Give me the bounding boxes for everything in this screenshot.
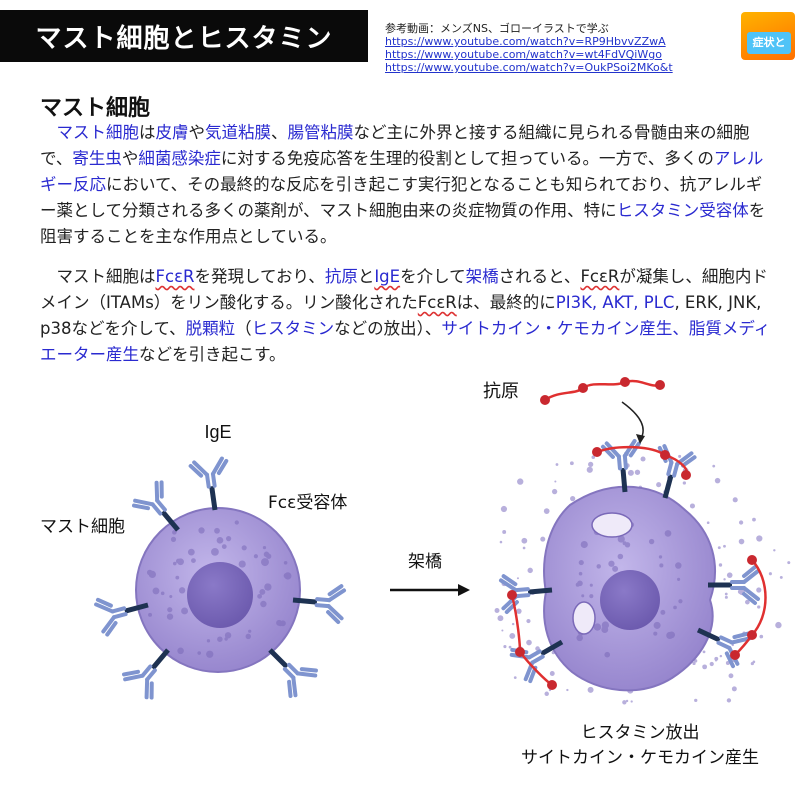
crosslink-label: 架橋 xyxy=(408,552,442,572)
nucleus xyxy=(187,562,253,628)
reference-link-3[interactable]: https://www.youtube.com/watch?v=OukPSoi2… xyxy=(385,61,673,74)
text: に対する免疫応答を生理的役割として担っている。一方で、多くの xyxy=(220,149,714,168)
term-allergic-reaction: アレルギー反応 xyxy=(40,149,764,194)
reference-note: 参考動画：メンズNS、ゴローイラストで学ぶ xyxy=(385,22,609,35)
mast-cell-label: マスト細胞 xyxy=(40,517,125,537)
text: を発現しており、 xyxy=(194,267,325,286)
caption-cytokine-production: サイトカイン・ケモカイン産生 xyxy=(521,748,759,768)
text: マスト細胞は xyxy=(56,267,156,286)
text: が凝集し、細胞内ドメイン（ITAMs）をリン酸化する。リン酸化された xyxy=(40,267,768,312)
activated-mast-cell xyxy=(494,377,791,705)
term-bacterial-infection: 細菌感染症 xyxy=(138,149,221,168)
term-fcer: FcεR xyxy=(155,267,195,286)
term-skin: 皮膚 xyxy=(155,123,189,142)
paragraph-mechanism: マスト細胞はFcεRを発現しており、抗原とIgEを介して架橋されると、FcεRが… xyxy=(40,264,775,368)
antigen-label: 抗原 xyxy=(483,381,519,402)
term-parasite: 寄生虫 xyxy=(72,149,122,168)
text: において、その最終的な反応を引き起こす実行犯となることも知られており、抗アレルギ… xyxy=(40,175,763,220)
page-title: マスト細胞とヒスタミン xyxy=(35,23,333,54)
channel-logo: 症状と xyxy=(741,12,795,60)
ige-label: IgE xyxy=(204,422,231,442)
section-heading: マスト細胞 xyxy=(40,96,151,121)
text: や xyxy=(188,123,206,142)
term-gut-mucosa: 腸管粘膜 xyxy=(287,123,354,142)
text: などの放出）、 xyxy=(334,319,442,338)
text: （ xyxy=(235,319,252,338)
text: は xyxy=(139,123,156,142)
reference-block: 参考動画：メンズNS、ゴローイラストで学ぶ https://www.youtub… xyxy=(385,22,745,74)
mast-cell-diagram: IgE Fcε受容体 マスト細胞 架橋 抗原 ヒスタミン放出 サイトカイン・ケモ… xyxy=(40,377,791,768)
term-fcer: FcεR xyxy=(580,267,620,286)
text: など主に外界と接する組織に見られる骨髄由来の細胞で、 xyxy=(40,123,750,168)
caption-histamine-release: ヒスタミン放出 xyxy=(581,723,700,743)
term-crosslink: 架橋 xyxy=(465,267,499,286)
term-ige: IgE xyxy=(374,267,401,286)
text: と xyxy=(357,267,375,286)
term-degranulation: 脱顆粒 xyxy=(185,319,236,338)
reference-link-2[interactable]: https://www.youtube.com/watch?v=wt4FdVQi… xyxy=(385,48,662,61)
term-kinases: PI3K, AKT, PLC xyxy=(555,293,675,312)
antigen-beads xyxy=(507,447,757,690)
title-banner: マスト細胞とヒスタミン xyxy=(0,10,368,62)
logo-text: 症状と xyxy=(747,32,791,54)
term-antigen: 抗原 xyxy=(324,267,358,286)
text: を阻害することを主な作用点としている。 xyxy=(40,201,766,246)
text: , ERK, JNK, p38などを介して、 xyxy=(40,293,762,338)
receptor-label: Fcε受容体 xyxy=(268,493,347,513)
term-histamine-receptor: ヒスタミン受容体 xyxy=(616,201,749,220)
term-cytokine-production: サイトカイン・ケモカイン産生、脂質メディエーター産生 xyxy=(40,319,771,364)
term-histamine: ヒスタミン xyxy=(251,319,335,338)
paragraph-intro: マスト細胞は皮膚や気道粘膜、腸管粘膜など主に外界と接する組織に見られる骨髄由来の… xyxy=(40,120,775,250)
crosslink-arrow xyxy=(390,584,470,596)
text: 、 xyxy=(271,123,288,142)
text: されると、 xyxy=(498,267,581,286)
nucleus xyxy=(600,570,660,630)
text: は、最終的に xyxy=(456,293,556,312)
term-fcer: FcεR xyxy=(417,293,457,312)
text: などを引き起こす。 xyxy=(139,345,286,364)
reference-link-1[interactable]: https://www.youtube.com/watch?v=RP9HbvvZ… xyxy=(385,35,666,48)
free-antigen xyxy=(540,377,665,405)
term-mast-cell: マスト細胞 xyxy=(56,123,140,142)
text: や xyxy=(121,149,139,168)
resting-mast-cell xyxy=(93,455,347,702)
text: を介して xyxy=(400,267,466,286)
term-airway-mucosa: 気道粘膜 xyxy=(205,123,271,142)
antigen-arrow xyxy=(621,401,644,441)
